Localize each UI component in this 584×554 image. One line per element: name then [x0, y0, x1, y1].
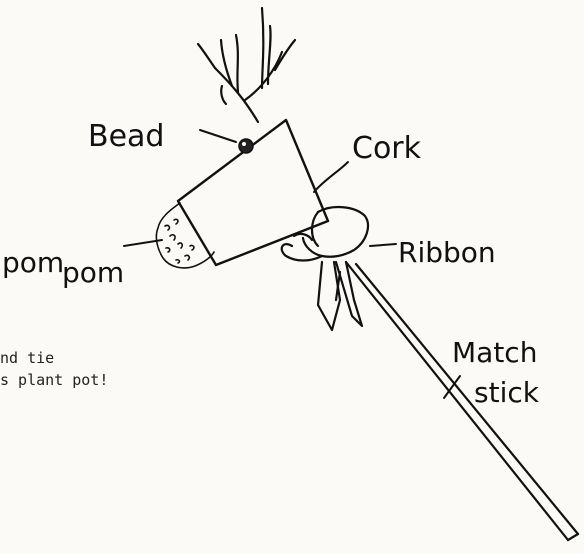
cork-leader — [314, 162, 348, 192]
ribbon-bow — [282, 207, 368, 330]
label-pompom-1: pom — [2, 246, 64, 279]
label-cork: Cork — [352, 131, 422, 166]
ribbon-leader — [370, 244, 396, 246]
label-ribbon: Ribbon — [398, 236, 496, 269]
label-match-2: stick — [474, 376, 540, 409]
match-stick — [346, 262, 578, 540]
label-match-1: Match — [452, 336, 537, 369]
caption-line-1: nd tie — [0, 348, 54, 368]
bead-leader — [200, 130, 236, 142]
label-pompom-2: pom — [62, 256, 124, 289]
antlers — [198, 8, 295, 122]
bead-eye — [239, 139, 253, 153]
label-bead: Bead — [88, 119, 164, 154]
caption-line-2: s plant pot! — [0, 370, 108, 390]
